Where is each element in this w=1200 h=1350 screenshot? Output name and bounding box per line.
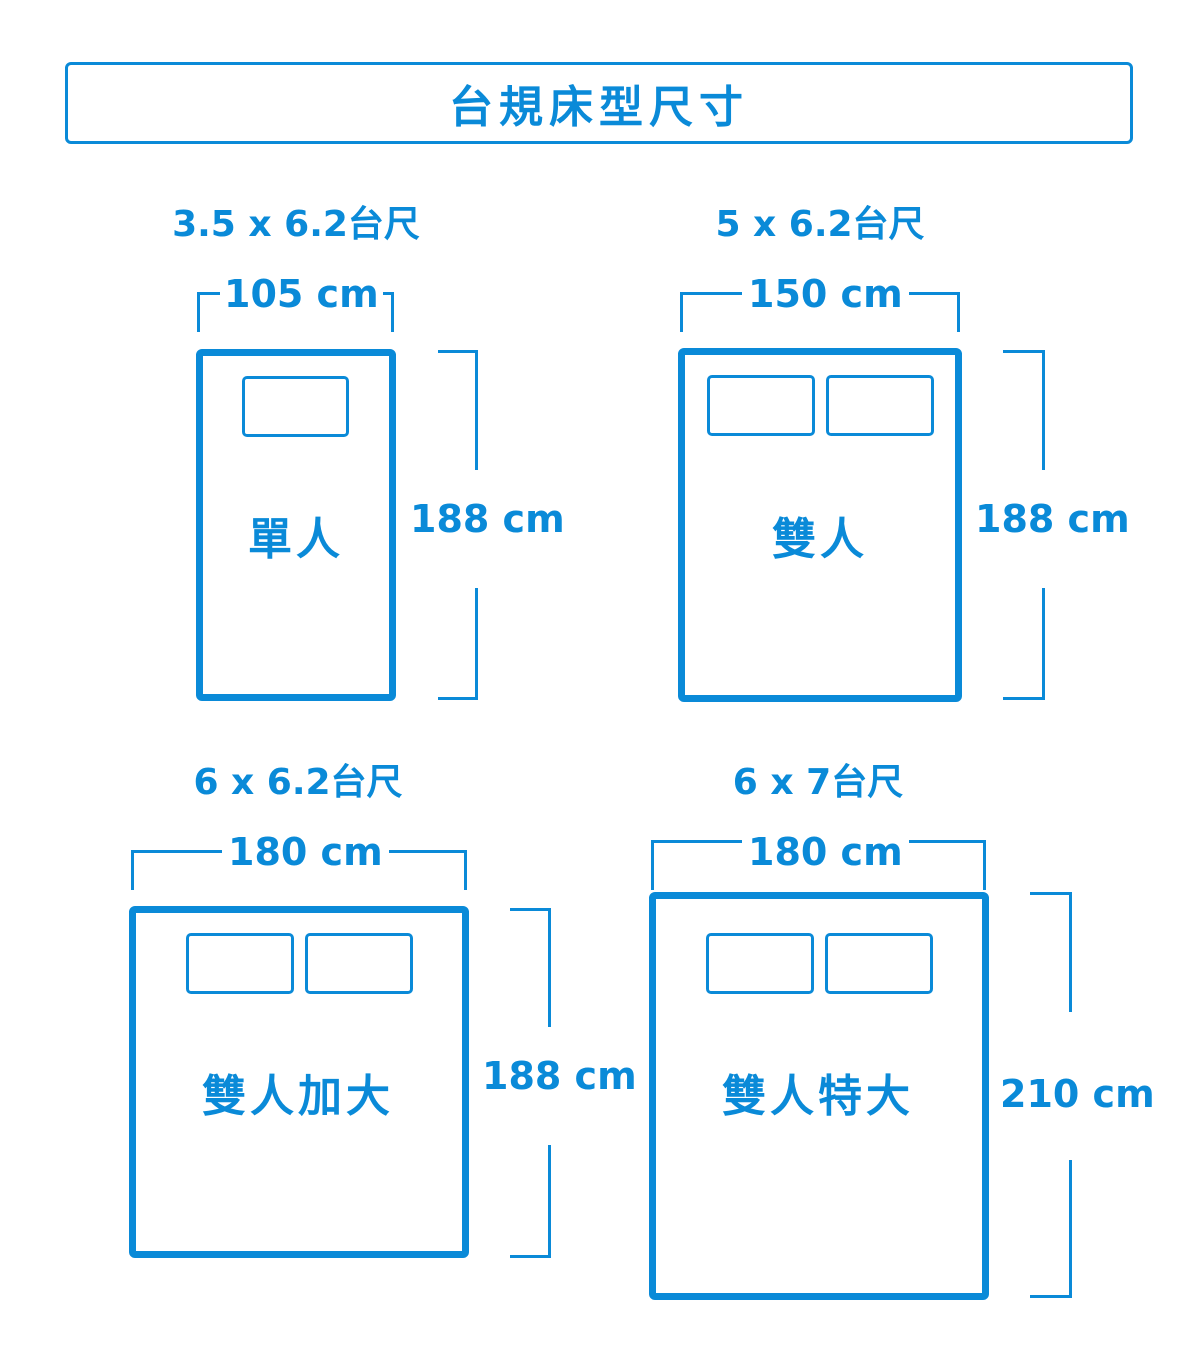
size-label: 6 x 7台尺	[732, 762, 904, 803]
pillow-icon	[186, 933, 294, 994]
width-label: 105 cm	[220, 275, 383, 313]
length-label: 188 cm	[482, 1054, 637, 1098]
pillow-icon	[826, 375, 934, 436]
bed-outline	[678, 348, 962, 702]
pillow-icon	[825, 933, 933, 994]
bed-name: 雙人特大	[722, 1071, 914, 1122]
length-label: 188 cm	[975, 497, 1130, 541]
length-label: 188 cm	[410, 497, 565, 541]
pillow-icon	[707, 375, 815, 436]
bed-name: 單人	[248, 514, 344, 565]
size-label: 3.5 x 6.2台尺	[172, 204, 420, 245]
pillow-icon	[242, 376, 349, 437]
width-label: 180 cm	[222, 833, 389, 871]
bed-outline	[196, 349, 396, 701]
width-label: 150 cm	[742, 275, 909, 313]
page-title: 台規床型尺寸	[449, 82, 749, 133]
bed-name: 雙人	[772, 514, 868, 565]
bed-outline	[129, 906, 469, 1258]
bed-outline	[649, 892, 989, 1300]
size-label: 6 x 6.2台尺	[193, 762, 403, 803]
pillow-icon	[706, 933, 814, 994]
width-label: 180 cm	[742, 833, 909, 871]
title-box: 台規床型尺寸	[65, 62, 1133, 144]
length-label: 210 cm	[1000, 1072, 1155, 1116]
bed-name: 雙人加大	[202, 1071, 394, 1122]
size-label: 5 x 6.2台尺	[715, 204, 925, 245]
pillow-icon	[305, 933, 413, 994]
